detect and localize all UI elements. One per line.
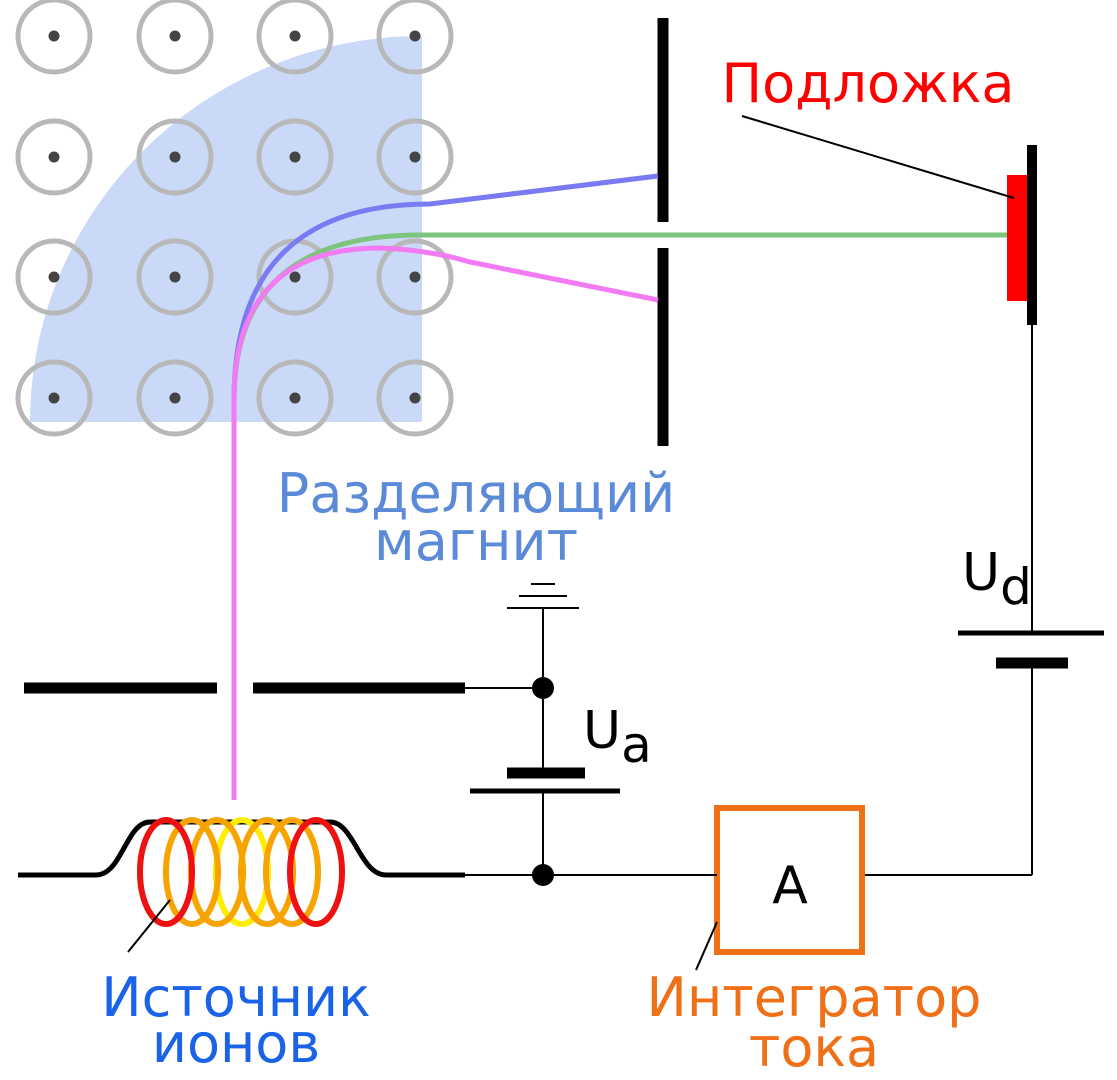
magnet-label-line1: Разделяющий bbox=[277, 462, 675, 525]
field-marker-dot bbox=[48, 392, 60, 404]
field-marker-dot bbox=[289, 392, 301, 404]
integrator-label-line1: Интегратор bbox=[647, 966, 982, 1029]
ammeter-label: A bbox=[772, 856, 808, 916]
field-marker-dot bbox=[169, 271, 181, 283]
substrate-label-pointer bbox=[741, 115, 1015, 199]
field-out-of-page-icon bbox=[256, 359, 334, 437]
field-marker-dot bbox=[409, 151, 421, 163]
substrate-label: Подложка bbox=[722, 52, 1015, 115]
integrator-label-line2: тока bbox=[749, 1016, 879, 1079]
field-out-of-page-icon bbox=[15, 118, 93, 196]
voltage-ua-label: Ua bbox=[583, 701, 652, 774]
field-out-of-page-icon bbox=[376, 359, 454, 437]
field-out-of-page-icon bbox=[376, 0, 454, 75]
field-marker-dot bbox=[48, 151, 60, 163]
field-marker-dot bbox=[409, 271, 421, 283]
ammeter-icon bbox=[714, 805, 865, 955]
field-marker-dot bbox=[48, 30, 60, 42]
field-marker-dot bbox=[289, 30, 301, 42]
source-label-line2: ионов bbox=[152, 1012, 320, 1075]
integrator-label-pointer bbox=[695, 921, 718, 971]
field-out-of-page-icon bbox=[15, 359, 93, 437]
junction-node-top bbox=[532, 677, 554, 699]
separating-magnet-field bbox=[30, 36, 422, 422]
junction-node-bottom bbox=[532, 864, 554, 886]
field-marker-dot bbox=[289, 271, 301, 283]
field-out-of-page-icon bbox=[15, 238, 93, 316]
field-marker-dot bbox=[289, 151, 301, 163]
field-out-of-page-icon bbox=[136, 238, 214, 316]
field-marker-dot bbox=[409, 30, 421, 42]
ion-beam-light bbox=[231, 245, 659, 800]
magnet-label-line2: магнит bbox=[374, 510, 578, 573]
source-label-line1: Источник bbox=[101, 966, 371, 1029]
field-out-of-page-icon bbox=[136, 0, 214, 75]
field-marker-dot bbox=[409, 392, 421, 404]
magnetic-field-markers bbox=[15, 0, 454, 437]
substrate bbox=[1007, 175, 1027, 301]
field-out-of-page-icon bbox=[15, 0, 93, 75]
field-marker-dot bbox=[48, 271, 60, 283]
field-out-of-page-icon bbox=[256, 0, 334, 75]
ground-icon bbox=[507, 583, 579, 688]
field-out-of-page-icon bbox=[376, 118, 454, 196]
voltage-ud-label: Ud bbox=[962, 543, 1032, 616]
field-out-of-page-icon bbox=[376, 238, 454, 316]
field-out-of-page-icon bbox=[136, 118, 214, 196]
field-marker-dot bbox=[169, 151, 181, 163]
field-marker-dot bbox=[169, 30, 181, 42]
field-marker-dot bbox=[169, 392, 181, 404]
source-label-pointer bbox=[127, 899, 171, 953]
coil-icon bbox=[137, 817, 345, 927]
field-out-of-page-icon bbox=[136, 359, 214, 437]
field-out-of-page-icon bbox=[256, 118, 334, 196]
